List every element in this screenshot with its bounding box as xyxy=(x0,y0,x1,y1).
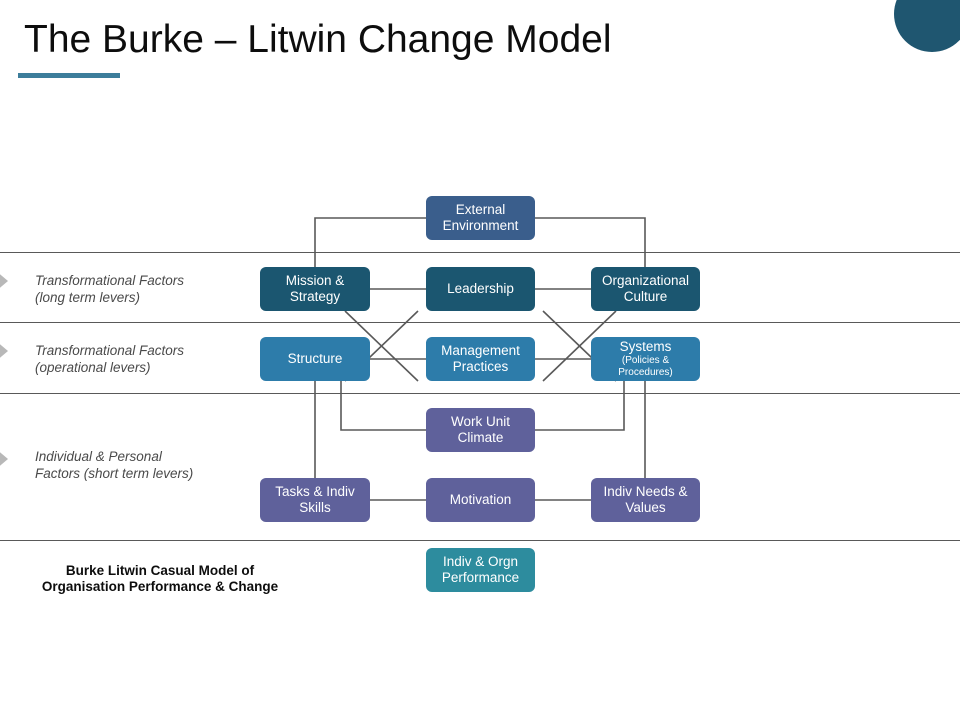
node-external-environment[interactable]: External Environment xyxy=(426,196,535,240)
node-label: Tasks & Indiv Skills xyxy=(275,484,355,515)
node-systems[interactable]: Systems (Policies & Procedures) xyxy=(591,337,700,381)
node-label: External Environment xyxy=(442,202,519,233)
node-structure[interactable]: Structure xyxy=(260,337,370,381)
band-label-transformational-operational: Transformational Factors (operational le… xyxy=(35,343,185,375)
node-label: Indiv & Orgn Performance xyxy=(441,554,520,585)
band-divider-2 xyxy=(0,322,960,323)
band-label-transformational-long: Transformational Factors (long term leve… xyxy=(35,273,185,305)
node-leadership[interactable]: Leadership xyxy=(426,267,535,311)
node-motivation[interactable]: Motivation xyxy=(426,478,535,522)
model-caption: Burke Litwin Casual Model of Organisatio… xyxy=(41,563,279,594)
triangle-right-icon xyxy=(0,340,8,362)
title-underline-accent xyxy=(18,73,120,78)
node-label: Management Practices xyxy=(441,343,520,374)
triangle-right-icon xyxy=(0,448,8,470)
node-label: Organizational Culture xyxy=(601,273,690,304)
triangle-right-icon xyxy=(0,270,8,292)
node-sublabel: (Policies & Procedures) xyxy=(618,355,673,378)
node-work-unit-climate[interactable]: Work Unit Climate xyxy=(426,408,535,452)
node-tasks-indiv-skills[interactable]: Tasks & Indiv Skills xyxy=(260,478,370,522)
node-organizational-culture[interactable]: Organizational Culture xyxy=(591,267,700,311)
node-management-practices[interactable]: Management Practices xyxy=(426,337,535,381)
band-divider-3 xyxy=(0,393,960,394)
band-divider-1 xyxy=(0,252,960,253)
node-mission-strategy[interactable]: Mission & Strategy xyxy=(260,267,370,311)
band-label-individual-personal: Individual & Personal Factors (short ter… xyxy=(35,449,194,481)
node-label: Structure xyxy=(287,351,343,366)
node-label: Indiv Needs & Values xyxy=(603,484,688,515)
node-label: Motivation xyxy=(449,492,512,507)
node-label: Work Unit Climate xyxy=(450,414,510,445)
node-label: Leadership xyxy=(447,281,514,296)
node-label: Systems xyxy=(619,339,672,354)
node-indiv-orgn-performance[interactable]: Indiv & Orgn Performance xyxy=(426,548,535,592)
page-title: The Burke – Litwin Change Model xyxy=(24,18,612,61)
node-label: Mission & Strategy xyxy=(285,273,345,304)
band-divider-4 xyxy=(0,540,960,541)
node-indiv-needs-values[interactable]: Indiv Needs & Values xyxy=(591,478,700,522)
